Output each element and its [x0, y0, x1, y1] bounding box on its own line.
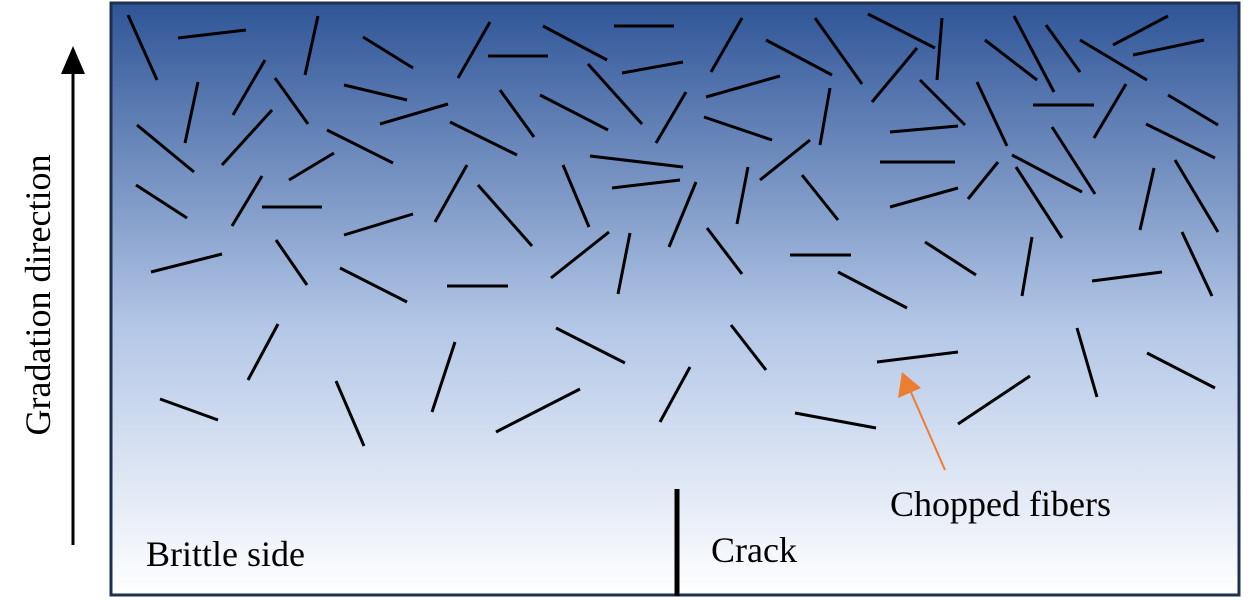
chopped-fiber: [837, 270, 908, 310]
chopped-fiber: [870, 47, 919, 103]
chopped-fiber: [430, 341, 457, 413]
chopped-fiber: [343, 212, 414, 237]
chopped-fiber: [135, 183, 188, 220]
chopped-fiber: [1138, 167, 1156, 231]
chopped-fiber: [735, 166, 750, 225]
chopped-fiber: [498, 89, 536, 138]
chopped-fiber: [495, 387, 581, 434]
chopped-fiber: [794, 411, 877, 430]
chopped-fiber: [362, 35, 414, 70]
chopped-fiber: [667, 181, 698, 248]
chopped-fiber: [1075, 327, 1099, 398]
chopped-fiber: [658, 366, 692, 423]
chopped-fiber: [177, 28, 247, 40]
chopped-fiber: [924, 240, 977, 277]
chopped-fiber: [935, 17, 944, 81]
chopped-fiber: [449, 120, 518, 157]
chopped-fiber: [889, 124, 959, 134]
chopped-fiber: [326, 128, 394, 165]
chopped-fiber: [1112, 14, 1169, 47]
chopped-fiber: [1079, 38, 1148, 82]
chopped-fiber: [334, 380, 366, 447]
chopped-fiber: [876, 350, 959, 364]
chopped-fiber: [709, 17, 744, 73]
chopped-fiber: [539, 93, 609, 132]
chopped-fiber: [456, 21, 492, 79]
chopped-fiber: [867, 12, 936, 50]
orange-arrowhead-icon: [898, 372, 921, 398]
chopped-fiber: [654, 91, 688, 144]
chopped-fiber: [555, 326, 626, 365]
chopped-fiber: [159, 397, 219, 422]
chopped-fiber: [303, 15, 320, 76]
chopped-fiber: [136, 123, 195, 174]
chopped-fiber: [343, 83, 408, 102]
chopped-fiber: [818, 87, 832, 146]
crack-label: Crack: [711, 530, 797, 570]
chopped-fiber: [150, 252, 223, 274]
chopped-fiber: [1050, 126, 1097, 195]
chopped-fiber: [1011, 153, 1083, 194]
chopped-fiber: [729, 324, 768, 371]
chopped-fiber: [273, 77, 310, 125]
chopped-fiber: [975, 81, 1009, 147]
arrowhead-up-icon: [61, 46, 85, 74]
chopped-fiber: [1091, 270, 1163, 283]
chopped-fiber: [1044, 24, 1082, 73]
chopped-fiber: [918, 78, 967, 127]
chopped-fiber: [476, 184, 534, 247]
chopped-fiber: [759, 138, 811, 182]
chopped-fiber: [1132, 38, 1205, 57]
chopped-fibers-label: Chopped fibers: [890, 484, 1111, 524]
chopped-fiber: [542, 24, 608, 62]
chopped-fiber: [984, 38, 1038, 82]
chopped-fiber: [231, 59, 267, 116]
chopped-fibers-pointer: [898, 372, 946, 471]
chopped-fiber: [550, 230, 610, 280]
chopped-fiber: [1014, 166, 1064, 239]
chopped-fiber: [765, 38, 833, 77]
chopped-fiber: [586, 62, 644, 126]
chopped-fiber: [433, 164, 469, 223]
chopped-fiber: [889, 186, 959, 209]
chopped-fiber: [1173, 159, 1220, 233]
fibers-group: [126, 12, 1220, 447]
chopped-fiber: [220, 108, 274, 167]
chopped-fiber: [1180, 231, 1214, 297]
chopped-fiber: [230, 175, 264, 227]
chopped-fiber: [1145, 122, 1216, 160]
chopped-fiber: [705, 74, 781, 99]
chopped-fiber: [246, 323, 280, 381]
gradation-arrow: [61, 46, 85, 545]
chopped-fiber: [703, 115, 773, 142]
gradation-direction-label: Gradation direction: [18, 155, 58, 436]
chopped-fiber: [621, 60, 684, 75]
chopped-fiber: [611, 178, 681, 190]
chopped-fiber: [339, 266, 408, 304]
chopped-fiber: [813, 17, 864, 85]
chopped-fiber: [957, 374, 1031, 426]
chopped-fiber: [1146, 351, 1216, 390]
chopped-fiber: [1167, 93, 1219, 127]
chopped-fiber: [616, 232, 632, 295]
chopped-fiber: [379, 102, 449, 126]
chopped-fiber: [126, 14, 159, 81]
chopped-fiber: [1020, 236, 1034, 297]
chopped-fiber: [966, 161, 1000, 200]
chopped-fiber: [183, 81, 200, 144]
chopped-fiber: [274, 239, 309, 286]
chopped-fiber: [589, 154, 684, 169]
chopped-fiber: [800, 174, 840, 221]
chopped-fiber: [705, 227, 744, 275]
chopped-fiber: [288, 151, 335, 182]
chopped-fiber: [561, 164, 591, 228]
brittle-side-label: Brittle side: [146, 534, 305, 574]
chopped-fiber: [1092, 83, 1128, 139]
chopped-fiber: [1012, 15, 1056, 93]
